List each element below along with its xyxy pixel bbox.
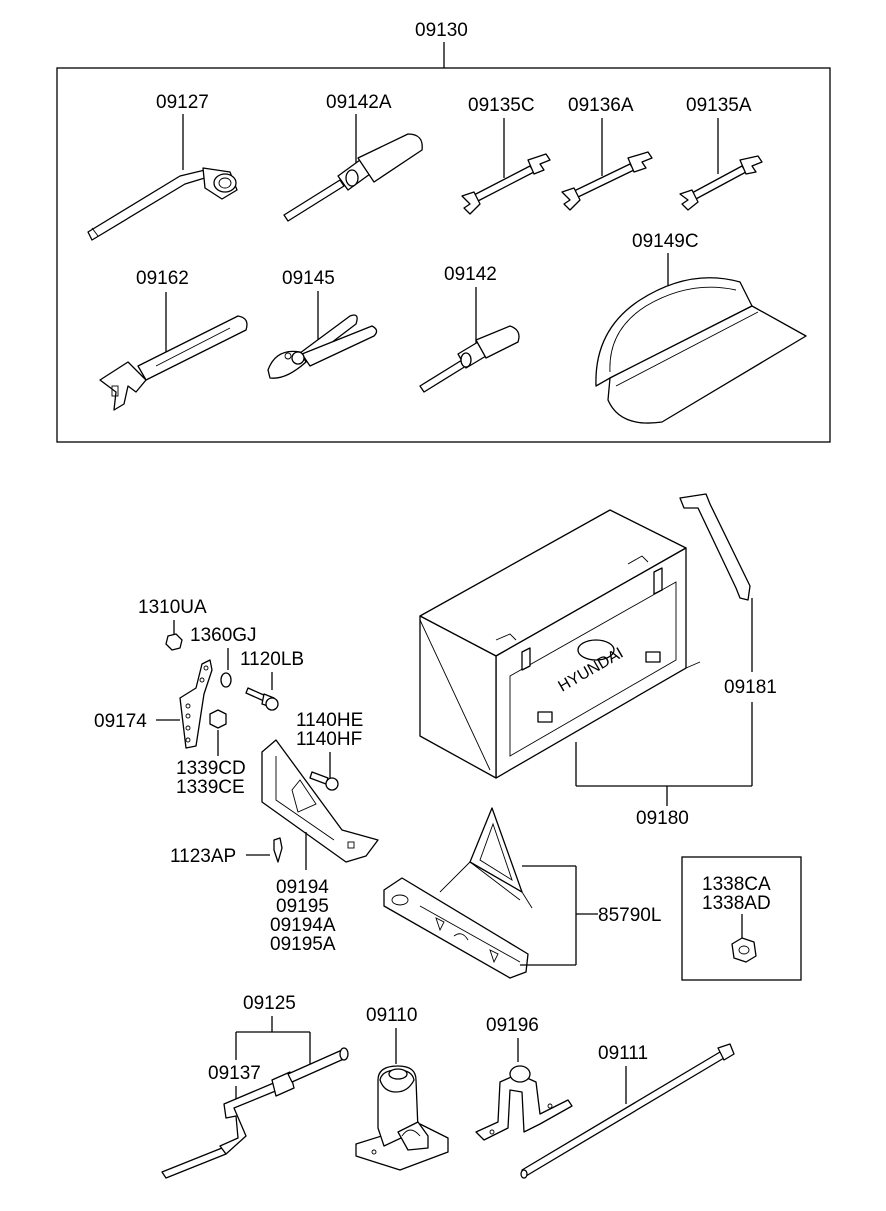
tool-bag-drawing xyxy=(595,277,807,424)
label-09135C[interactable]: 09135C xyxy=(468,95,535,116)
screwdriver-large-drawing xyxy=(283,133,423,222)
label-09136A[interactable]: 09136A xyxy=(568,95,634,116)
label-09111[interactable]: 09111 xyxy=(598,1043,648,1064)
label-09180[interactable]: 09180 xyxy=(636,808,689,829)
bolt-1140-drawing xyxy=(309,771,339,791)
jack-group: 09110 xyxy=(355,1005,449,1171)
jack-drawing xyxy=(355,1065,449,1171)
triangle-case-drawing xyxy=(383,877,529,979)
label-09142A[interactable]: 09142A xyxy=(326,92,392,113)
wrench-09136A-drawing xyxy=(561,151,653,211)
adjustable-wrench-drawing xyxy=(99,315,248,411)
label-1140HF[interactable]: 1140HF xyxy=(296,729,362,750)
jack-handle-group: 09125 09137 xyxy=(161,993,349,1179)
label-1339CE[interactable]: 1339CE xyxy=(176,777,245,798)
washer-1360GJ-drawing xyxy=(220,672,232,688)
tool-kit-group: 09130 09127 09142A 09135C xyxy=(56,20,831,443)
label-09145[interactable]: 09145 xyxy=(282,268,335,289)
label-1310UA[interactable]: 1310UA xyxy=(138,597,207,618)
tool-box-group: HYUNDAI 09181 09180 xyxy=(419,493,777,829)
label-09195A[interactable]: 09195A xyxy=(270,934,336,955)
bracket-group: 1310UA 1360GJ 1120LB 09174 1339CD 1339CE… xyxy=(94,597,379,955)
label-1120LB[interactable]: 1120LB xyxy=(240,649,304,670)
tool-kit-frame xyxy=(56,67,831,443)
rod-group: 09111 xyxy=(520,1043,735,1179)
bracket-09174-drawing xyxy=(179,659,213,749)
label-09110[interactable]: 09110 xyxy=(366,1005,417,1026)
label-85790L[interactable]: 85790L xyxy=(598,905,661,926)
nut-1339-drawing xyxy=(209,709,227,729)
label-09196[interactable]: 09196 xyxy=(486,1015,539,1036)
nut-1310UA-drawing xyxy=(165,633,183,651)
tool-box-side xyxy=(419,615,497,779)
label-1338CA[interactable]: 1338CA xyxy=(702,874,771,895)
lug-wrench-drawing xyxy=(87,167,238,241)
label-09135A[interactable]: 09135A xyxy=(686,95,752,116)
warning-triangle-group: 85790L xyxy=(383,807,661,979)
label-09130[interactable]: 09130 xyxy=(415,20,468,41)
brand-logo xyxy=(577,639,615,661)
nut-box-group: 1338CA 1338AD xyxy=(681,856,802,981)
screw-1123AP-drawing xyxy=(273,837,283,863)
screwdriver-small-drawing xyxy=(419,325,520,393)
bolt-1120LB-drawing xyxy=(245,687,279,711)
label-09127[interactable]: 09127 xyxy=(156,92,209,113)
label-09174[interactable]: 09174 xyxy=(94,711,147,732)
pliers-drawing xyxy=(267,314,378,379)
label-09194A[interactable]: 09194A xyxy=(270,915,336,936)
jack-handle-drawing xyxy=(161,1047,349,1179)
label-1123AP[interactable]: 1123AP xyxy=(170,846,236,867)
label-09194[interactable]: 09194 xyxy=(276,877,329,898)
rod-drawing xyxy=(520,1043,735,1179)
label-1339CD[interactable]: 1339CD xyxy=(176,758,246,779)
label-1360GJ[interactable]: 1360GJ xyxy=(190,625,257,646)
label-1338AD[interactable]: 1338AD xyxy=(702,893,771,914)
jack-bracket-drawing xyxy=(475,1065,573,1141)
nut-1338-drawing xyxy=(731,937,757,963)
label-09181[interactable]: 09181 xyxy=(724,677,777,698)
triangle-drawing xyxy=(469,807,523,893)
box-strap-drawing xyxy=(679,493,751,601)
label-1140HE[interactable]: 1140HE xyxy=(296,710,363,731)
label-09149C[interactable]: 09149C xyxy=(632,231,699,252)
label-09125[interactable]: 09125 xyxy=(243,993,296,1014)
wrench-09135C-drawing xyxy=(461,153,551,215)
label-09137[interactable]: 09137 xyxy=(208,1063,261,1084)
nut-box-frame xyxy=(681,856,802,981)
label-09195[interactable]: 09195 xyxy=(276,896,329,917)
label-09162[interactable]: 09162 xyxy=(136,268,189,289)
holder-09194-drawing xyxy=(261,739,379,863)
wrench-09135A-drawing xyxy=(679,155,763,211)
jack-bracket-group: 09196 xyxy=(475,1015,573,1141)
label-09142[interactable]: 09142 xyxy=(444,264,497,285)
